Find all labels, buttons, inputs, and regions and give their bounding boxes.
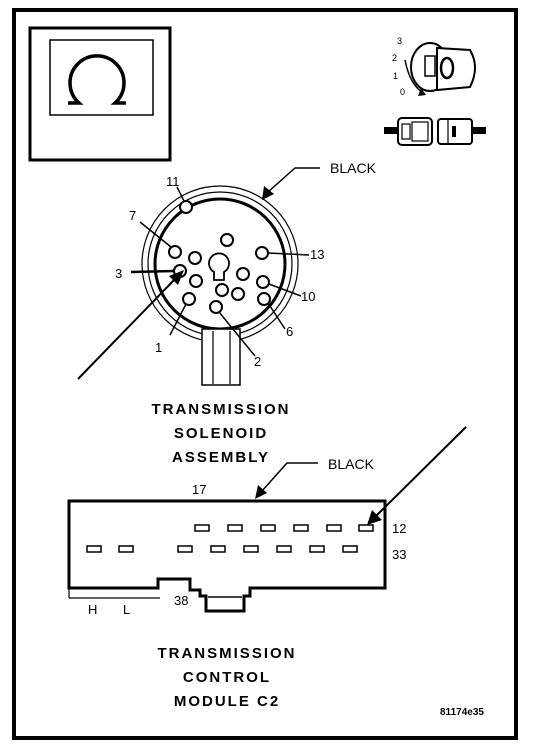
solenoid-title-line-2: SOLENOID — [174, 425, 268, 442]
tcm-cavity — [326, 524, 342, 532]
solenoid-pin-13 — [255, 246, 269, 260]
tcm-pin-17-label: 17 — [192, 482, 206, 497]
tcm-cavity — [260, 524, 276, 532]
solenoid-pin-inner-right — [236, 267, 250, 281]
ohm-symbol-icon — [28, 26, 172, 162]
solenoid-pigtail — [201, 328, 241, 386]
tcm-connector: BLACK 17 12 33 38 H L — [67, 426, 467, 617]
pin-label-11: 11 — [166, 174, 180, 189]
pin-label-2: 2 — [254, 354, 261, 369]
ignition-pos-1: 1 — [393, 71, 398, 81]
tcm-cavity — [86, 545, 102, 553]
solenoid-pin-7 — [168, 245, 182, 259]
solenoid-pin-10 — [256, 275, 270, 289]
tcm-title: TRANSMISSION CONTROL MODULE C2 — [157, 645, 296, 710]
tcm-cavity — [194, 524, 210, 532]
pin-label-6: 6 — [286, 324, 293, 339]
tcm-title-line-1: TRANSMISSION — [157, 645, 296, 662]
tcm-cavity — [243, 545, 259, 553]
solenoid-pin-2 — [209, 300, 223, 314]
tcm-pin-33-label: 33 — [392, 547, 406, 562]
solenoid-pin-inner-lower-left — [215, 283, 229, 297]
tcm-cavity — [276, 545, 292, 553]
tcm-cavity — [118, 545, 134, 553]
tcm-cavity — [309, 545, 325, 553]
solenoid-pin-inner-lower-right — [231, 287, 245, 301]
tcm-color-label: BLACK — [328, 456, 375, 472]
pin-label-7: 7 — [129, 208, 136, 223]
solenoid-pin-11 — [179, 200, 193, 214]
ignition-pos-2: 2 — [392, 53, 397, 63]
solenoid-pin-1 — [182, 292, 196, 306]
tcm-cavity — [177, 545, 193, 553]
ignition-pos-3: 3 — [397, 36, 402, 46]
page-border — [12, 8, 518, 740]
tcm-cavity-pin-33 — [342, 545, 358, 553]
tcm-title-line-2: CONTROL — [183, 669, 271, 686]
tcm-pin-12-label: 12 — [392, 521, 406, 536]
solenoid-pin-inner-upper — [188, 251, 202, 265]
solenoid-title-line-3: ASSEMBLY — [172, 449, 270, 466]
solenoid-title-line-1: TRANSMISSION — [151, 401, 290, 418]
pin-label-10: 10 — [301, 289, 315, 304]
tcm-label-l: L — [123, 602, 130, 617]
tcm-pin-38-label: 38 — [174, 593, 188, 608]
pin-label-13: 13 — [310, 247, 324, 262]
tcm-cavity-pin-12 — [358, 524, 374, 532]
pin-label-3: 3 — [115, 266, 122, 281]
solenoid-keyway — [208, 252, 230, 281]
disconnected-connector-icon — [384, 117, 486, 146]
tcm-cavity — [227, 524, 243, 532]
tcm-label-h: H — [88, 602, 97, 617]
tcm-cavity — [293, 524, 309, 532]
tcm-housing — [67, 499, 387, 613]
tcm-title-line-3: MODULE C2 — [174, 693, 280, 710]
solenoid-pin-inner-left — [189, 274, 203, 288]
solenoid-pin-6 — [257, 292, 271, 306]
solenoid-title: TRANSMISSION SOLENOID ASSEMBLY — [151, 401, 290, 466]
ignition-key-icon: 3 2 1 0 — [392, 36, 476, 97]
pin-label-1: 1 — [155, 340, 162, 355]
tcm-cavity — [210, 545, 226, 553]
solenoid-connector: BLACK 11 7 3 1 2 6 10 13 — [77, 160, 377, 386]
ignition-pos-0: 0 — [400, 87, 405, 97]
solenoid-color-label: BLACK — [330, 160, 377, 176]
figure-code: 81174e35 — [440, 707, 484, 718]
solenoid-pin-upper-right — [220, 233, 234, 247]
